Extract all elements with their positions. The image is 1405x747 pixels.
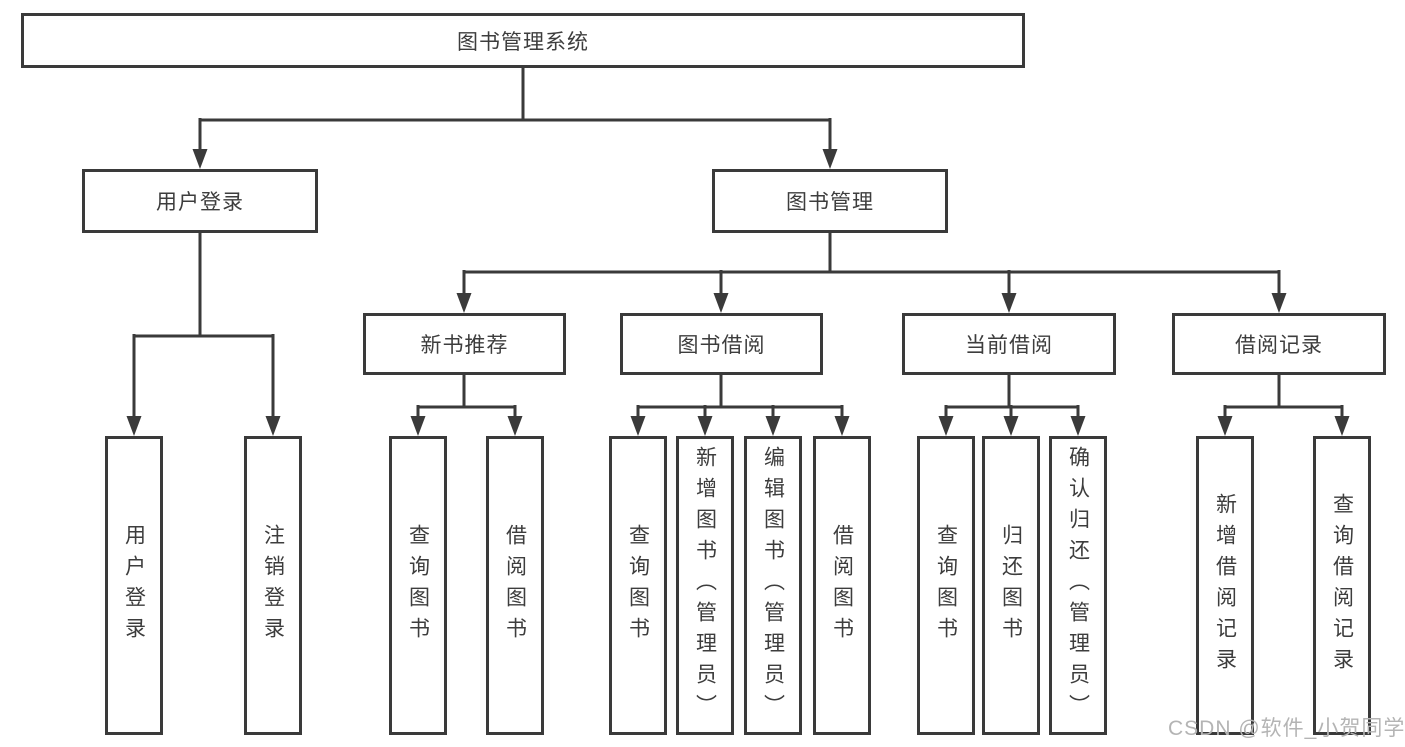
leaf-label: 编辑图书（管理员） [761,446,785,725]
leaf-confirm-return-admin: 确认归还（管理员） [1049,436,1107,735]
node-label: 新书推荐 [420,334,509,357]
node-book-borrow: 图书借阅 [620,313,823,375]
leaf-label: 用户登录 [122,523,146,648]
leaf-query-borrow-record: 查询借阅记录 [1313,436,1371,735]
csdn-watermark: CSDN @软件_小贺同学 [1168,717,1405,740]
leaf-add-books-admin: 新增图书（管理员） [676,436,734,735]
node-user-login: 用户登录 [82,169,318,233]
leaf-label: 借阅图书 [503,523,527,648]
leaf-query-books-current: 查询图书 [917,436,975,735]
leaf-logout: 注销登录 [244,436,302,735]
node-library-management-system: 图书管理系统 [21,13,1025,68]
node-label: 图书管理 [786,191,874,214]
leaf-label: 归还图书 [999,523,1023,648]
node-book-management: 图书管理 [712,169,948,233]
node-borrow-records: 借阅记录 [1172,313,1386,375]
leaf-borrow-books-borrow: 借阅图书 [813,436,871,735]
node-current-borrow: 当前借阅 [902,313,1116,375]
leaf-label: 新增图书（管理员） [693,446,717,725]
node-new-book-recommend: 新书推荐 [363,313,566,375]
leaf-query-books-recommend: 查询图书 [389,436,447,735]
leaf-add-borrow-record: 新增借阅记录 [1196,436,1254,735]
leaf-label: 借阅图书 [830,523,854,648]
leaf-label: 注销登录 [261,523,285,648]
leaf-user-login: 用户登录 [105,436,163,735]
node-label: 借阅记录 [1235,334,1323,357]
leaf-borrow-books-recommend: 借阅图书 [486,436,544,735]
leaf-label: 查询借阅记录 [1330,492,1354,679]
leaf-label: 确认归还（管理员） [1066,446,1090,725]
leaf-label: 新增借阅记录 [1213,492,1237,679]
node-label: 用户登录 [156,191,244,214]
leaf-label: 查询图书 [934,523,958,648]
leaf-label: 查询图书 [406,523,430,648]
node-label: 当前借阅 [965,334,1053,357]
node-label: 图书借阅 [677,334,766,357]
leaf-query-books-borrow: 查询图书 [609,436,667,735]
node-label: 图书管理系统 [457,30,589,54]
leaf-label: 查询图书 [626,523,650,648]
leaf-edit-books-admin: 编辑图书（管理员） [744,436,802,735]
leaf-return-books: 归还图书 [982,436,1040,735]
